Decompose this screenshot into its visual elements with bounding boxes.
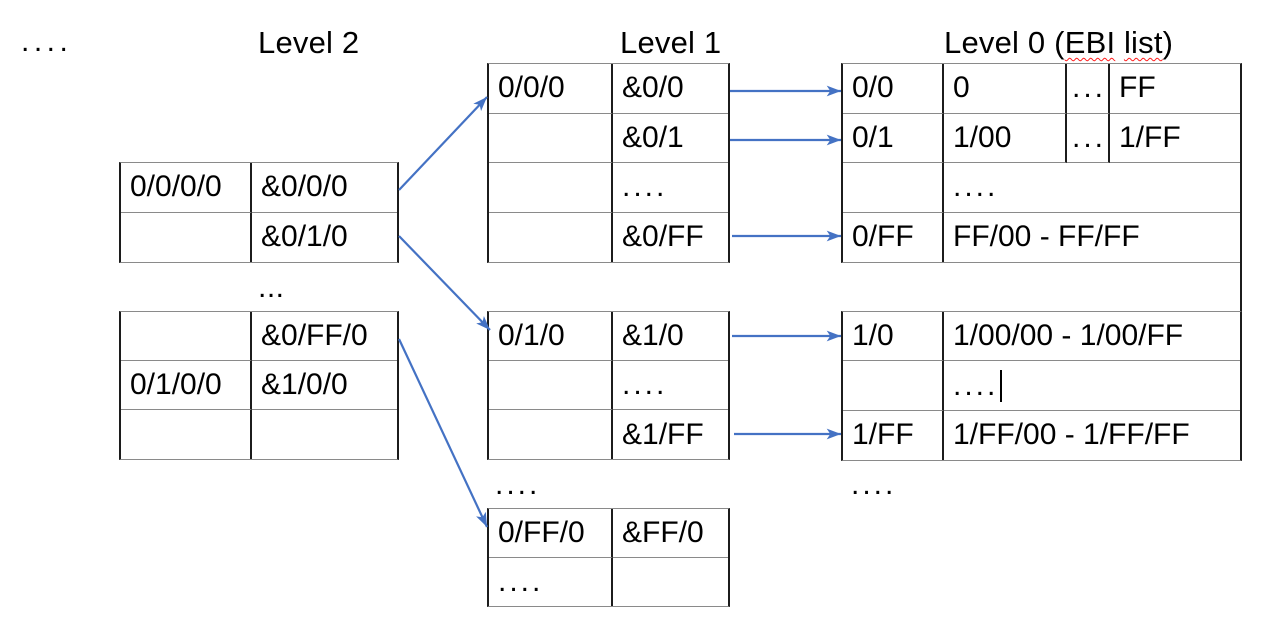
table-cell: 0/1/0/0 [121, 361, 252, 410]
table-cell: &0/FF/0 [252, 312, 397, 361]
table-cell: ... [1067, 113, 1110, 163]
table-cell: 0/1 [843, 113, 944, 163]
table-cell: &FF/0 [613, 509, 728, 558]
level0-table-a: 0/0 0 ... FF 0/1 1/00 ... 1/FF .... 0/FF… [841, 63, 1242, 263]
table-cell: &1/FF [622, 417, 704, 451]
table-cell [489, 163, 613, 213]
table-cell: &0/0 [613, 64, 728, 114]
table-cell: 1/FF/00 - 1/FF/FF [953, 418, 1190, 452]
level2-table-b: &0/FF/0 0/1/0/0 &1/0/0 [119, 311, 399, 460]
table-cell: &1/0 [613, 312, 728, 361]
table-cell: .... [613, 163, 728, 213]
level0-heading-list: list [1123, 25, 1163, 60]
table-cell: 0/1/0 [489, 312, 613, 361]
level2-table-a: 0/0/0/0 &0/0/0 &0/1/0 [119, 162, 399, 263]
table-cell: 0/0/0 [489, 64, 613, 114]
level0-heading-ebi: EBI [1064, 25, 1116, 60]
table-cell [613, 558, 728, 607]
table-cell: .... [613, 361, 728, 410]
table-cell [843, 361, 944, 411]
table-cell [252, 410, 397, 459]
table-cell: ... [1067, 64, 1110, 114]
table-cell [489, 212, 613, 262]
table-cell: 1/FF [1110, 114, 1240, 163]
table-cell: &0/1 [613, 114, 728, 163]
table-cell [121, 212, 252, 262]
table-cell: 1/00/00 - 1/00/FF [944, 312, 1240, 362]
table-cell: &0/0/0 [252, 163, 397, 213]
level1-table-c: 0/FF/0 &FF/0 .... [487, 508, 730, 607]
corner-ellipsis: .... [21, 25, 73, 58]
table-cell: 0/FF/0 [489, 509, 613, 558]
level1-table-a: 0/0/0 &0/0 &0/1 .... &0/FF [487, 63, 730, 263]
table-cell: &0/FF [622, 220, 704, 254]
table-cell [121, 312, 252, 361]
table-cell: .... [944, 361, 1240, 411]
table-cell [489, 361, 613, 410]
level2-gap-ellipsis: ... [258, 271, 285, 304]
table-cell: 0/0/0/0 [121, 163, 252, 213]
table-cell [489, 113, 613, 163]
level1-gap-ellipsis: .... [495, 468, 541, 501]
level0-table-b: 1/0 1/00/00 - 1/00/FF .... 1/FF 1/FF/00 … [841, 311, 1242, 462]
arrow-l2a-to-l1b [398, 235, 491, 331]
table-cell: 1/FF [843, 410, 944, 461]
table-cell [121, 410, 252, 459]
table-cell: 0/0 [843, 64, 944, 114]
table-cell: .... [489, 557, 613, 606]
cell-text: .... [953, 368, 999, 402]
arrow-l2b-to-l1c [398, 338, 488, 528]
arrow-l2a-to-l1a [398, 96, 488, 191]
level2-heading: Level 2 [258, 25, 360, 60]
table-cell [843, 163, 944, 213]
table-cell: &0/1/0 [261, 220, 348, 254]
text-cursor [1000, 369, 1003, 402]
level1-heading: Level 1 [620, 25, 722, 60]
table-cell: &1/0/0 [252, 361, 397, 410]
table-cell [489, 410, 613, 459]
level0-right-border-connector [1240, 262, 1242, 313]
table-cell: FF [1110, 64, 1240, 114]
level0-heading-prefix: Level 0 ( [944, 25, 1065, 60]
level1-table-b: 0/1/0 &1/0 .... &1/FF [487, 311, 730, 460]
table-cell: 1/00 [944, 113, 1067, 163]
table-cell: 0 [944, 64, 1067, 114]
table-cell: 0/FF [843, 212, 944, 262]
level0-gap-ellipsis: .... [851, 468, 897, 501]
table-cell: 1/0 [843, 312, 944, 362]
level0-heading-suffix: ) [1162, 25, 1174, 60]
table-cell: FF/00 - FF/FF [953, 220, 1140, 254]
table-cell: .... [944, 163, 1240, 213]
